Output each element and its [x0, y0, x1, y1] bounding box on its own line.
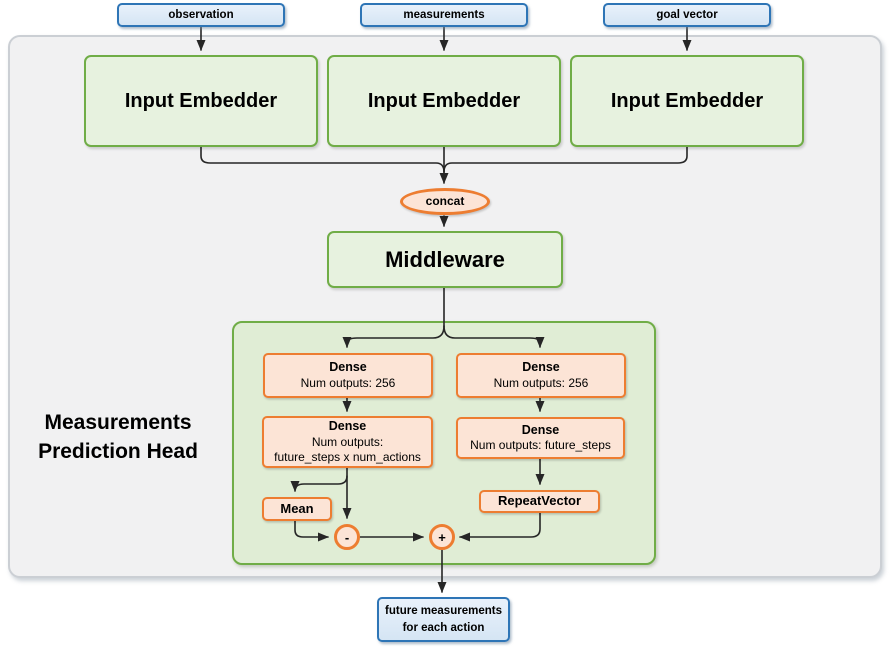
output-label-line1: future measurements	[385, 605, 502, 618]
mean-label: Mean	[280, 500, 314, 516]
input-embedder-2-label: Input Embedder	[367, 89, 521, 112]
dense-right-2-subtitle: Num outputs: future_steps	[470, 438, 611, 453]
input-label-observation: observation	[168, 8, 234, 21]
plus-op-node: +	[429, 524, 455, 550]
dense-left-1-subtitle: Num outputs: 256	[300, 375, 396, 390]
dense-right-1: Dense Num outputs: 256	[456, 353, 626, 398]
input-node-observation: observation	[117, 3, 285, 27]
dense-left-1-title: Dense	[329, 360, 367, 375]
minus-op-node: -	[334, 524, 360, 550]
dense-right-2: Dense Num outputs: future_steps	[456, 417, 625, 459]
concat-label: concat	[425, 194, 465, 208]
input-embedder-3: Input Embedder	[570, 55, 804, 147]
dense-left-1: Dense Num outputs: 256	[263, 353, 433, 398]
dense-left-2-subtitle-line2: future_steps x num_actions	[274, 449, 421, 464]
dense-right-2-title: Dense	[521, 422, 560, 437]
dense-left-2: Dense Num outputs: future_steps x num_ac…	[262, 416, 433, 468]
concat-node: concat	[400, 188, 490, 215]
repeat-vector-node: RepeatVector	[479, 490, 600, 513]
prediction-head-title: Measurements Prediction Head	[18, 409, 218, 467]
input-label-measurements: measurements	[403, 8, 485, 21]
input-embedder-1-label: Input Embedder	[124, 89, 278, 112]
prediction-head-title-line2: Prediction Head	[38, 439, 198, 463]
plus-op-label: +	[438, 529, 446, 545]
prediction-head-title-line1: Measurements	[44, 411, 192, 434]
dense-left-2-subtitle-line1: Num outputs:	[311, 434, 384, 449]
output-node: future measurements for each action	[377, 597, 510, 642]
input-embedder-2: Input Embedder	[327, 55, 561, 147]
dense-right-1-subtitle: Num outputs: 256	[493, 375, 589, 390]
input-embedder-1: Input Embedder	[84, 55, 318, 147]
minus-op-label: -	[344, 529, 350, 545]
middleware-label: Middleware	[385, 246, 505, 272]
dense-left-2-title: Dense	[328, 419, 367, 434]
repeat-vector-label: RepeatVector	[497, 493, 582, 509]
input-embedder-3-label: Input Embedder	[610, 89, 764, 112]
middleware-node: Middleware	[327, 231, 563, 288]
input-node-measurements: measurements	[360, 3, 528, 27]
input-label-goal-vector: goal vector	[656, 8, 718, 21]
dense-right-1-title: Dense	[522, 360, 560, 375]
input-node-goal-vector: goal vector	[603, 3, 771, 27]
mean-node: Mean	[262, 497, 332, 521]
output-label-line2: for each action	[402, 621, 485, 634]
